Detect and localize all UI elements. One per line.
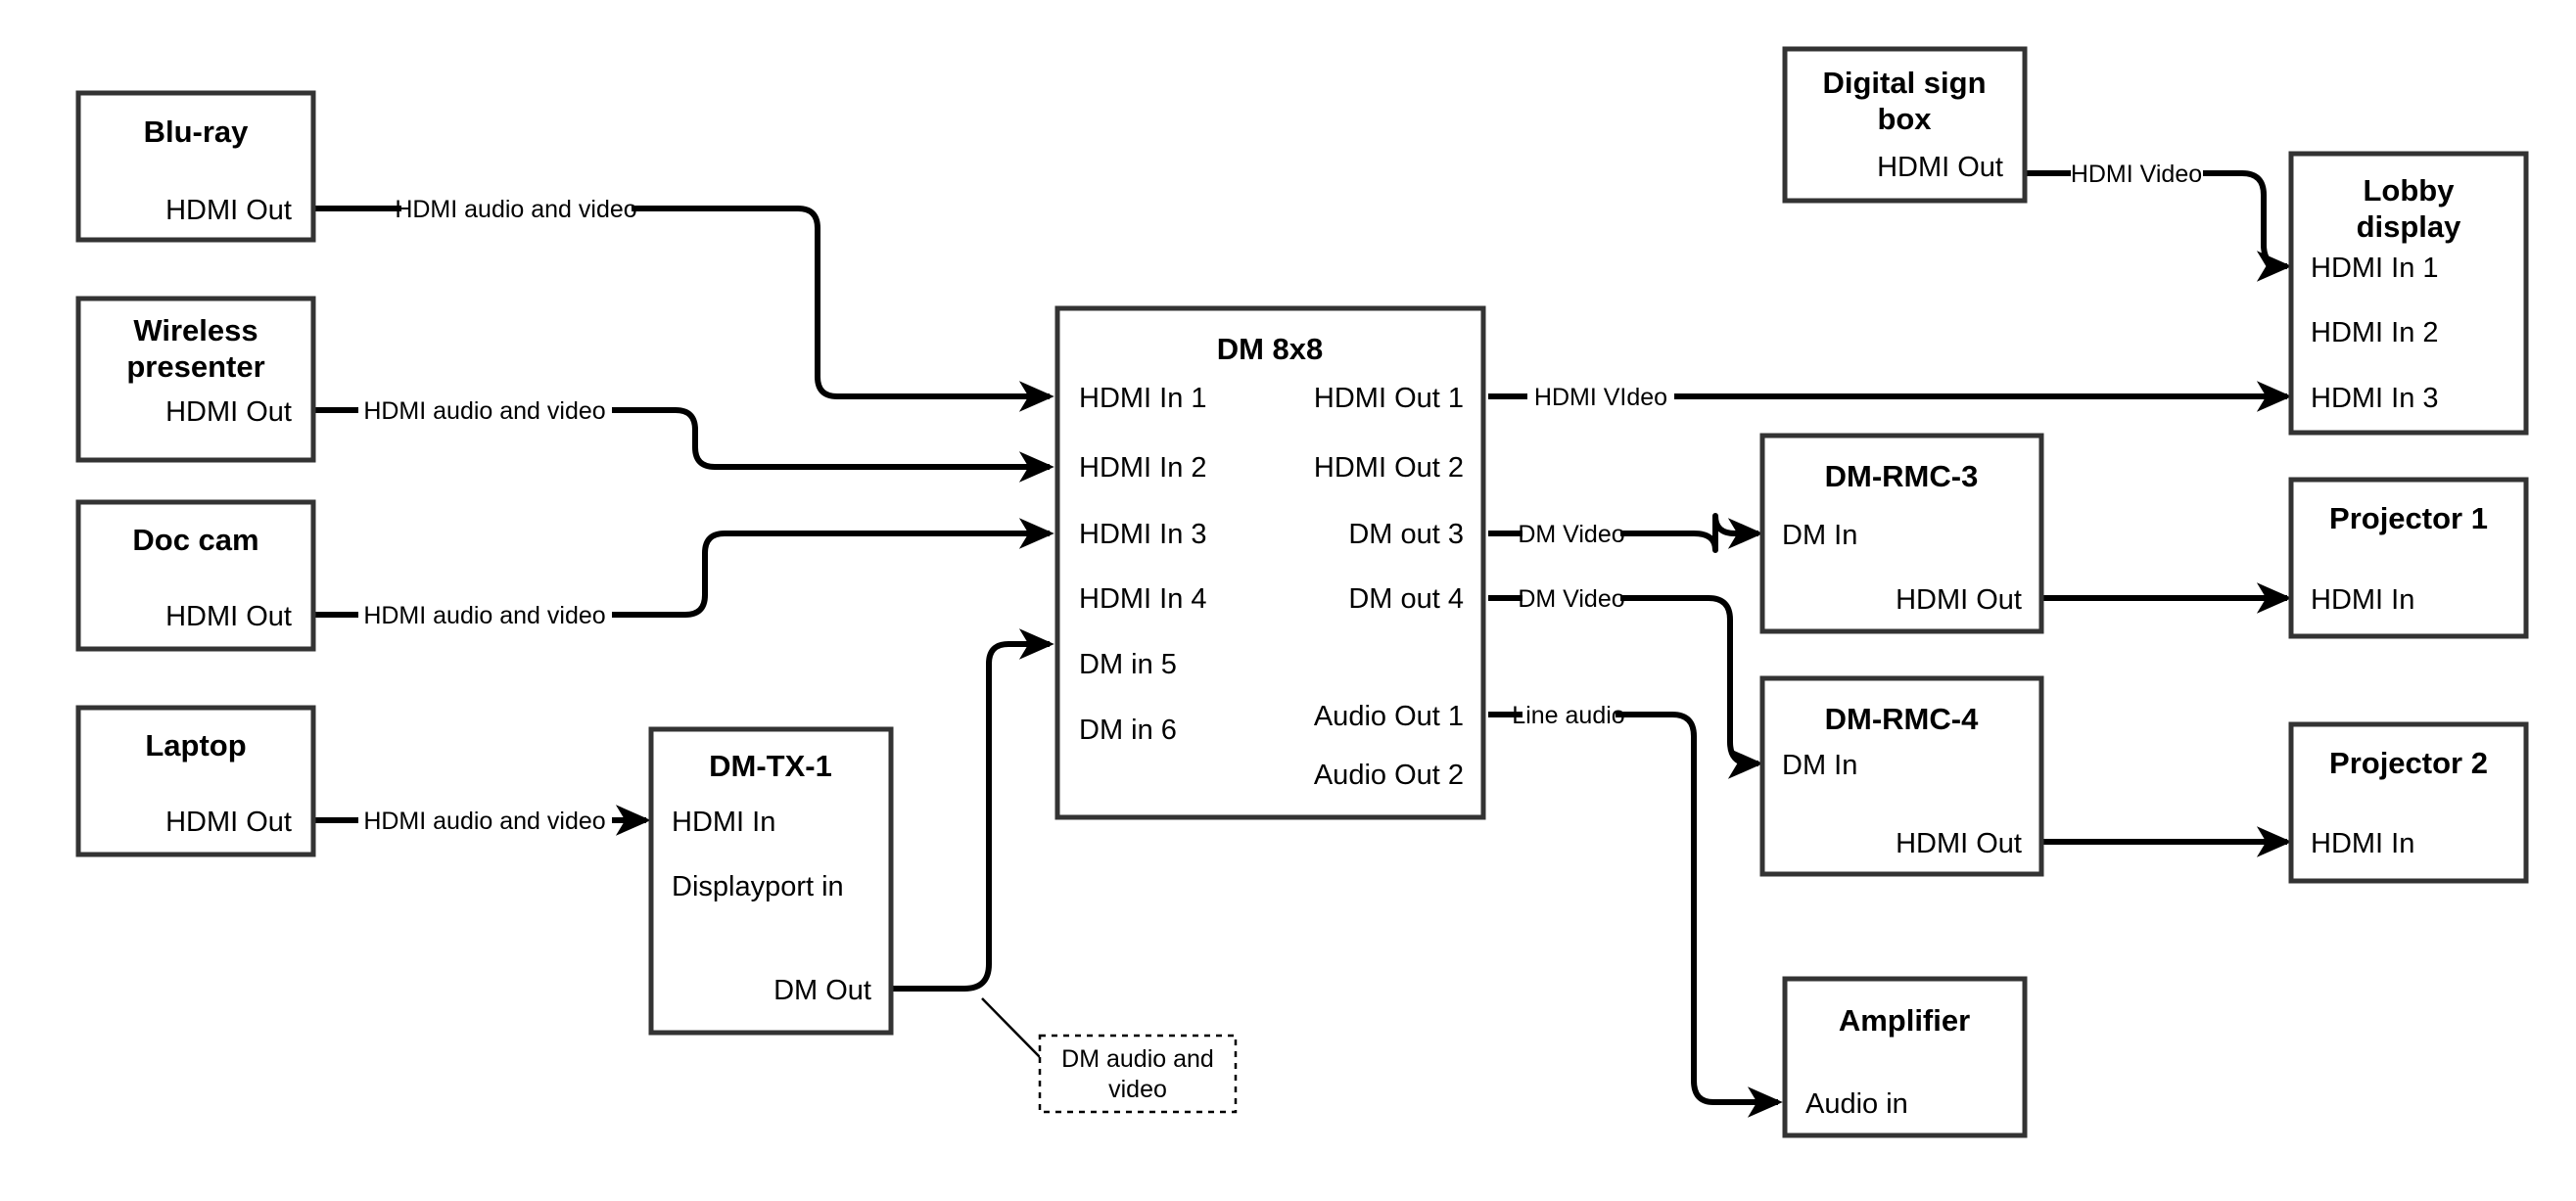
device-dm-rmc-4[interactable]: DM-RMC-4 DM In HDMI Out	[1759, 675, 2044, 877]
digital-sign-box-port-hdmi-out: HDMI Out	[1877, 152, 2003, 183]
wire-wireless-to-dm-hdmi-in-2	[313, 407, 1050, 467]
amplifier-box[interactable]	[1782, 976, 2028, 1138]
device-amplifier[interactable]: Amplifier Audio in	[1782, 976, 2028, 1138]
dm-8x8-input-2: HDMI In 2	[1079, 452, 1207, 484]
projector-1-port-hdmi-in: HDMI In	[2311, 584, 2414, 616]
digital-sign-box-box[interactable]	[1782, 46, 2028, 204]
wire-bluray-to-dm-hdmi-in-1	[313, 206, 1050, 396]
projector-2-title: Projector 2	[2329, 746, 2488, 780]
wireless-presenter-box[interactable]	[75, 296, 316, 463]
dm-8x8-input-5: DM in 5	[1079, 649, 1177, 680]
device-lobby-display[interactable]: Lobby display HDMI In 1 HDMI In 2 HDMI I…	[2288, 151, 2529, 436]
digital-sign-box-title-line2: box	[1877, 102, 1932, 136]
bluray-port-hdmi-out: HDMI Out	[165, 195, 292, 226]
laptop-title: Laptop	[145, 728, 246, 762]
wireless-presenter-title-line2: presenter	[126, 349, 264, 384]
doc-cam-port-hdmi-out: HDMI Out	[165, 601, 292, 632]
dm-8x8-input-3: HDMI In 3	[1079, 519, 1207, 550]
wire-sign-to-lobby-hdmi-in-1	[2020, 170, 2287, 266]
bluray-box[interactable]	[75, 90, 316, 243]
note-dm-audio-and-video: DM audio and video	[1038, 1034, 1238, 1114]
dm-rmc-3-port-hdmi-out: HDMI Out	[1896, 584, 2022, 616]
dm-rmc-4-port-hdmi-out: HDMI Out	[1896, 828, 2022, 859]
dm-8x8-title: DM 8x8	[1217, 332, 1324, 366]
cable-label-wireless-to-dm: HDMI audio and video	[363, 397, 605, 425]
dm-8x8-output-4: DM out 4	[1348, 583, 1464, 615]
dm-tx-1-title: DM-TX-1	[709, 749, 832, 783]
dm-8x8-output-6: Audio Out 2	[1314, 760, 1464, 791]
doc-cam-box[interactable]	[75, 499, 316, 652]
dm-tx-1-port-dm-out: DM Out	[773, 975, 871, 1006]
cable-label-doccam-to-dm: HDMI audio and video	[363, 602, 605, 629]
dm-8x8-output-2: HDMI Out 2	[1314, 452, 1464, 484]
device-laptop[interactable]: Laptop HDMI Out	[75, 705, 316, 857]
device-doc-cam[interactable]: Doc cam HDMI Out	[75, 499, 316, 652]
digital-sign-box-title-line1: Digital sign	[1822, 66, 1986, 100]
dm-av-note-line2: video	[1108, 1076, 1167, 1103]
wire-dm-dmout3-to-rmc3	[1488, 516, 1758, 550]
lobby-display-port-hdmi-in-3: HDMI In 3	[2311, 383, 2439, 414]
device-projector-2[interactable]: Projector 2 HDMI In	[2288, 721, 2529, 884]
dm-tx-1-port-displayport-in: Displayport in	[672, 871, 844, 902]
lobby-display-box[interactable]	[2288, 151, 2529, 436]
dm-8x8-box[interactable]	[1054, 305, 1486, 820]
wire-layer	[313, 170, 2287, 1102]
projector-2-box[interactable]	[2288, 721, 2529, 884]
laptop-box[interactable]	[75, 705, 316, 857]
dm-rmc-4-port-dm-in: DM In	[1782, 750, 1857, 781]
dm-av-note-box	[1038, 1034, 1238, 1114]
cable-label-bluray-to-dm: HDMI audio and video	[395, 196, 636, 223]
cable-label-hdmiout1-to-lobby: HDMI VIdeo	[1534, 384, 1667, 411]
device-dm-8x8[interactable]: DM 8x8 HDMI In 1 HDMI In 2 HDMI In 3 HDM…	[1054, 305, 1486, 820]
laptop-port-hdmi-out: HDMI Out	[165, 807, 292, 838]
dm-8x8-input-4: HDMI In 4	[1079, 583, 1207, 615]
dm-rmc-3-title: DM-RMC-3	[1825, 459, 1979, 493]
cable-label-sign-to-lobby: HDMI Video	[2071, 161, 2202, 188]
device-dm-tx-1[interactable]: DM-TX-1 HDMI In Displayport in DM Out	[648, 726, 894, 1036]
note-leader-line	[981, 997, 1041, 1058]
dm-tx-1-box[interactable]	[648, 726, 894, 1036]
projector-1-title: Projector 1	[2329, 501, 2488, 535]
dm-rmc-3-port-dm-in: DM In	[1782, 520, 1857, 551]
dm-rmc-3-box[interactable]	[1759, 433, 2044, 634]
cable-label-layer: HDMI audio and video HDMI audio and vide…	[363, 161, 2202, 835]
dm-8x8-output-1: HDMI Out 1	[1314, 383, 1464, 414]
dm-rmc-4-box[interactable]	[1759, 675, 2044, 877]
projector-2-port-hdmi-in: HDMI In	[2311, 828, 2414, 859]
amplifier-port-audio-in: Audio in	[1805, 1088, 1908, 1120]
wire-dmtx1-to-dm-in-5	[891, 628, 1054, 992]
lobby-display-title-line1: Lobby	[2364, 173, 2456, 208]
dm-8x8-input-6: DM in 6	[1079, 715, 1177, 746]
wire-doccam-to-dm-hdmi-in-3	[313, 533, 1050, 618]
dm-tx-1-port-hdmi-in: HDMI In	[672, 807, 775, 838]
dm-rmc-4-title: DM-RMC-4	[1825, 702, 1979, 736]
wire-dm-audioout1-to-amplifier	[1488, 712, 1778, 1102]
lobby-display-port-hdmi-in-2: HDMI In 2	[2311, 317, 2439, 348]
wireless-presenter-port-hdmi-out: HDMI Out	[165, 396, 292, 428]
device-dm-rmc-3[interactable]: DM-RMC-3 DM In HDMI Out	[1759, 433, 2044, 634]
dm-av-note-line1: DM audio and	[1061, 1045, 1214, 1073]
cable-label-audioout1-to-amp: Line audio	[1512, 702, 1624, 729]
amplifier-title: Amplifier	[1839, 1003, 1970, 1038]
cable-label-dmout3-to-rmc3: DM Video	[1518, 521, 1624, 548]
cable-label-dmout4-to-rmc4: DM Video	[1518, 585, 1624, 613]
lobby-display-title-line2: display	[2357, 209, 2462, 244]
device-bluray[interactable]: Blu-ray HDMI Out	[75, 90, 316, 243]
projector-1-box[interactable]	[2288, 477, 2529, 639]
wireless-presenter-title-line1: Wireless	[133, 313, 258, 347]
device-digital-sign-box[interactable]: Digital sign box HDMI Out	[1782, 46, 2028, 204]
lobby-display-port-hdmi-in-1: HDMI In 1	[2311, 253, 2439, 284]
device-wireless-presenter[interactable]: Wireless presenter HDMI Out	[75, 296, 316, 463]
dm-8x8-input-1: HDMI In 1	[1079, 383, 1207, 414]
bluray-title: Blu-ray	[144, 115, 250, 149]
cable-label-laptop-to-tx: HDMI audio and video	[363, 808, 605, 835]
doc-cam-title: Doc cam	[132, 523, 258, 557]
device-projector-1[interactable]: Projector 1 HDMI In	[2288, 477, 2529, 639]
dm-8x8-output-3: DM out 3	[1348, 519, 1464, 550]
wire-dm-dmout4-to-rmc4	[1488, 595, 1758, 763]
dm-8x8-output-5: Audio Out 1	[1314, 701, 1464, 732]
